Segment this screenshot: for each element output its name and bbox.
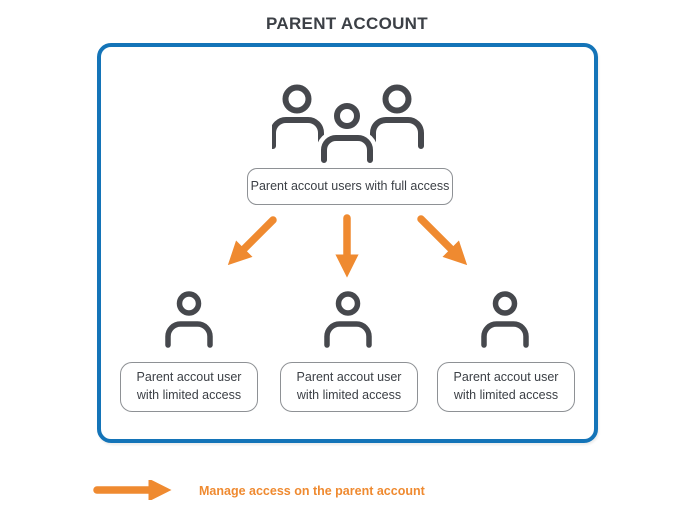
arrow-down-right-icon <box>417 215 468 266</box>
full-access-label: Parent accout users with full access <box>247 168 453 205</box>
limited-access-label: Parent accout user with limited access <box>280 362 418 412</box>
arrow-down-left-icon <box>227 216 277 266</box>
limited-access-label: Parent accout user with limited access <box>120 362 258 412</box>
users-group-icon <box>272 84 424 164</box>
limited-access-label: Parent accout user with limited access <box>437 362 575 412</box>
legend-text: Manage access on the parent account <box>199 484 425 498</box>
user-icon <box>481 291 529 348</box>
user-icon <box>165 291 213 348</box>
parent-account-box <box>97 43 598 443</box>
arrow-right-icon <box>93 480 172 500</box>
branch-arrows <box>227 214 468 278</box>
diagram-title: PARENT ACCOUNT <box>266 14 428 33</box>
user-icon <box>324 291 372 348</box>
